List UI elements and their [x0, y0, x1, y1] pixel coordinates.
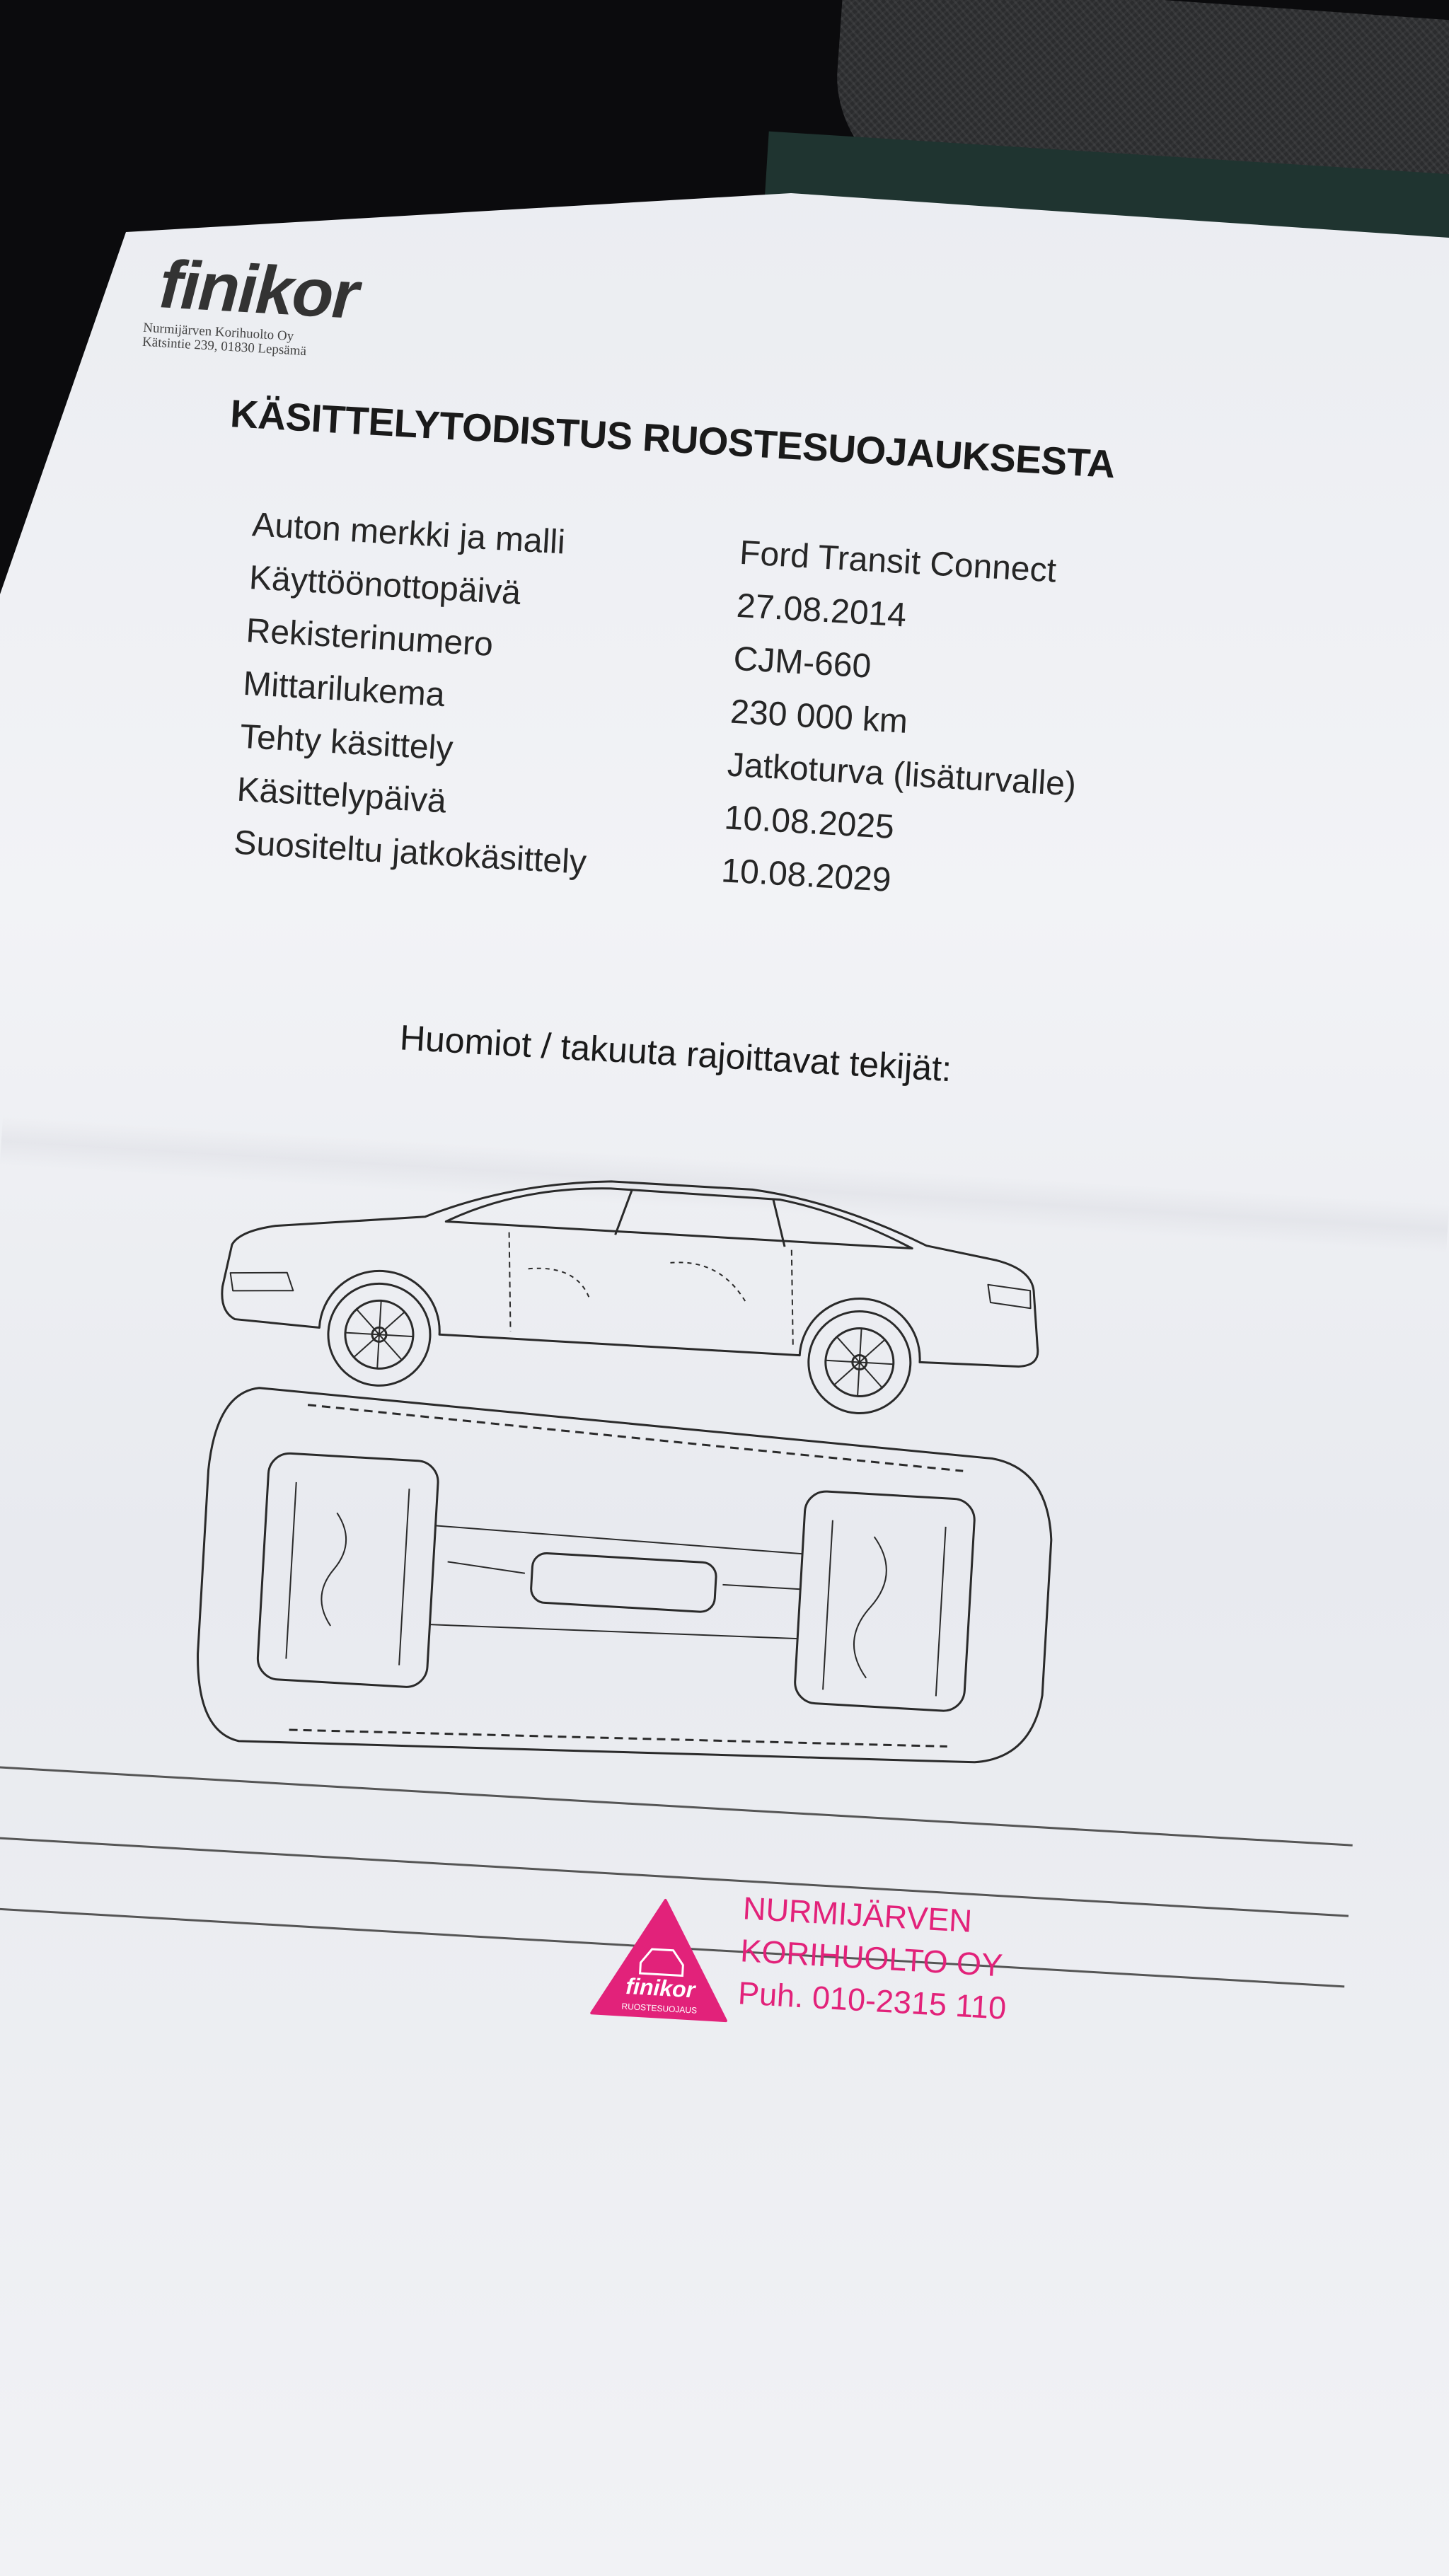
- finikor-logo: finikor: [157, 246, 359, 334]
- svg-text:RUOSTESUOJAUS: RUOSTESUOJAUS: [621, 2002, 697, 2016]
- finikor-stamp-badge: finikor RUOSTESUOJAUS: [590, 1898, 727, 2023]
- car-diagram: [197, 1180, 1053, 1764]
- field-value: 10.08.2029: [720, 852, 892, 899]
- stamp-text: NURMIJÄRVEN KORIHUOLTO OY Puh. 010-2315 …: [737, 1887, 1012, 2030]
- field-label: Auton merkki ja malli: [251, 506, 567, 562]
- svg-text:finikor: finikor: [625, 1973, 697, 2003]
- car-side-view: [221, 1180, 1039, 1414]
- field-value: Ford Transit Connect: [738, 533, 1058, 590]
- field-value: CJM-660: [732, 640, 872, 686]
- field-value: 10.08.2025: [723, 799, 896, 847]
- document-title: KÄSITTELYTODISTUS RUOSTESUOJAUKSESTA: [229, 391, 1116, 487]
- field-label: Mittarilukema: [242, 664, 446, 715]
- field-value: 27.08.2014: [735, 587, 908, 635]
- car-underbody-view: [197, 1387, 1053, 1764]
- field-label: Käsittelypäivä: [236, 770, 448, 821]
- certificate-content: finikor Nurmijärven Korihuolto Oy Kätsin…: [0, 233, 1353, 2422]
- field-label: Tehty käsittely: [238, 717, 454, 768]
- field-value: 230 000 km: [729, 693, 909, 741]
- notes-heading: Huomiot / takuuta rajoittavat tekijät:: [398, 1017, 953, 1090]
